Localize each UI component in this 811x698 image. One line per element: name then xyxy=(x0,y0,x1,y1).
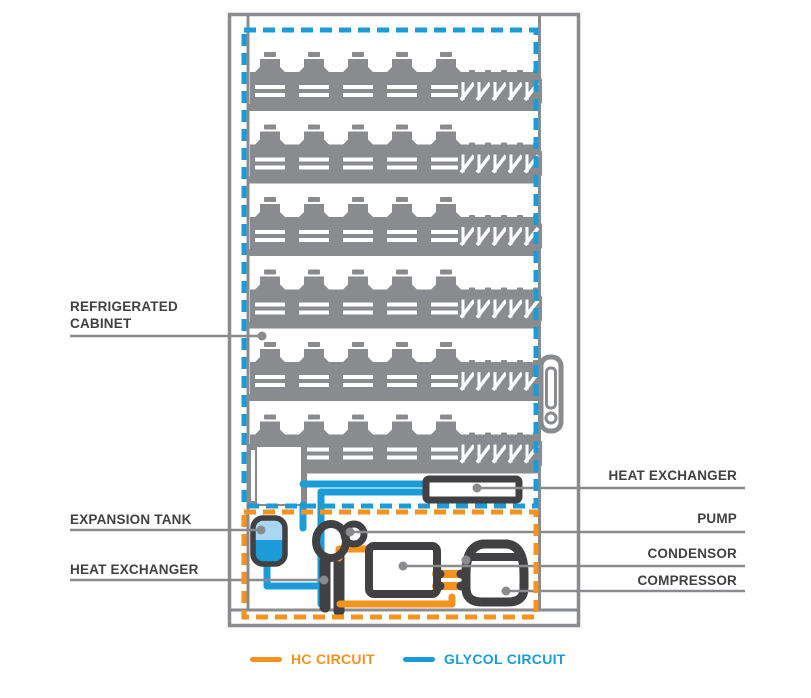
can-icon xyxy=(506,360,526,394)
shelf xyxy=(247,176,540,184)
bottle-icon xyxy=(382,124,422,177)
can-icon xyxy=(490,432,510,467)
compressor-label: COMPRESSOR xyxy=(637,573,737,588)
can-icon xyxy=(458,215,478,249)
bottle-icon xyxy=(338,414,378,467)
bottle-icon xyxy=(426,124,466,177)
can-icon xyxy=(490,287,510,322)
bottle-icon xyxy=(426,269,466,322)
expansion-tank-label: EXPANSION TANK xyxy=(70,512,192,527)
bottle-icon xyxy=(338,197,378,249)
can-icon xyxy=(490,360,510,394)
can-icon xyxy=(506,70,526,104)
can-icon xyxy=(474,432,494,467)
glycol-circuit-line-swatch xyxy=(403,656,435,662)
can-icon xyxy=(506,287,526,322)
shelf xyxy=(247,394,540,401)
bottle-icon xyxy=(426,414,466,467)
pump-label: PUMP xyxy=(697,511,737,526)
bottle-icon xyxy=(426,52,466,104)
legend-hc-circuit: HC CIRCUIT xyxy=(250,651,375,667)
bottle-icon xyxy=(250,342,290,394)
bottle-icon xyxy=(294,269,334,322)
glycol-circuit-boundary xyxy=(241,27,539,509)
hc-circuit-line-swatch xyxy=(250,656,282,662)
bottle-icon xyxy=(382,197,422,249)
can-icon xyxy=(458,360,478,394)
cabinet-outer-frame xyxy=(227,12,581,628)
can-icon xyxy=(474,215,494,249)
can-icon xyxy=(474,70,494,104)
bottle-icon xyxy=(338,52,378,104)
bottle-icon xyxy=(250,269,290,322)
heat-exchanger-left-label: HEAT EXCHANGER xyxy=(70,562,199,577)
shelf xyxy=(247,249,540,256)
can-icon xyxy=(490,70,510,104)
heat-exchanger-right-label: HEAT EXCHANGER xyxy=(608,468,737,483)
can-icon xyxy=(474,360,494,394)
glycol-circuit-label: GLYCOL CIRCUIT xyxy=(444,651,566,667)
can-icon xyxy=(474,287,494,322)
can-icon xyxy=(458,142,478,177)
pump xyxy=(312,520,368,562)
can-icon xyxy=(506,142,526,177)
bottle-icon xyxy=(294,52,334,104)
shelf xyxy=(247,321,540,329)
cabinet-heat-exchanger xyxy=(422,475,523,504)
bottle-icon xyxy=(338,124,378,177)
can-icon xyxy=(458,287,478,322)
bottle-icon xyxy=(250,52,290,104)
hc-circuit-boundary xyxy=(241,509,539,620)
can-icon xyxy=(458,70,478,104)
refrigerated-cabinet-label: REFRIGERATED CABINET xyxy=(70,299,178,331)
door-handle xyxy=(538,354,564,434)
bottle-icon xyxy=(382,269,422,322)
can-icon xyxy=(490,215,510,249)
bottle-icon xyxy=(382,342,422,394)
condensor xyxy=(365,542,441,598)
compressor xyxy=(461,539,529,607)
evaporator-unit xyxy=(247,444,307,506)
can-icon xyxy=(474,142,494,177)
bottle-icon xyxy=(382,414,422,467)
bottle-icon xyxy=(294,342,334,394)
bottle-icon xyxy=(338,269,378,322)
bottle-icon xyxy=(250,124,290,177)
bottle-icon xyxy=(426,197,466,249)
bottle-icon xyxy=(294,197,334,249)
shelf xyxy=(247,104,540,111)
bottle-icon xyxy=(382,52,422,104)
hc-circuit-label: HC CIRCUIT xyxy=(291,651,375,667)
legend-glycol-circuit: GLYCOL CIRCUIT xyxy=(403,651,566,667)
can-icon xyxy=(506,432,526,467)
leader-lines xyxy=(70,331,745,596)
bottle-icon xyxy=(338,342,378,394)
can-icon xyxy=(458,432,478,467)
shelf xyxy=(247,466,540,474)
can-icon xyxy=(490,142,510,177)
can-icon xyxy=(506,215,526,249)
bottle-icon xyxy=(294,124,334,177)
shelf-rows xyxy=(247,52,542,474)
expansion-tank xyxy=(250,515,288,567)
bottle-icon xyxy=(250,197,290,249)
bottle-icon xyxy=(426,342,466,394)
condensor-label: CONDENSOR xyxy=(647,546,737,561)
